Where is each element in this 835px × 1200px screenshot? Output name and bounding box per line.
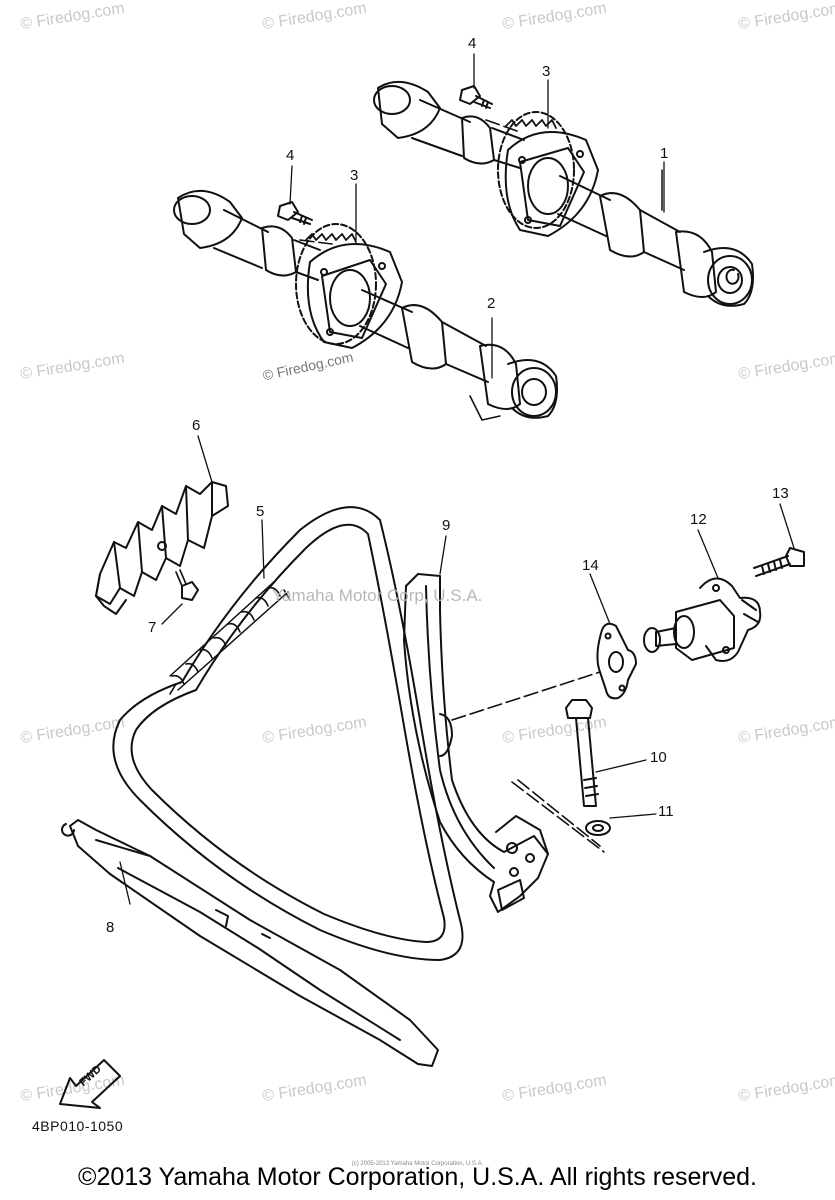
callout-4-upper: 4 [468, 35, 477, 52]
bolt-7 [175, 569, 199, 601]
callout-4-lower: 4 [286, 147, 295, 164]
cam-chain [112, 506, 464, 961]
leader-lines [119, 53, 795, 905]
callout-2: 2 [487, 295, 496, 312]
tensioner-12 [643, 577, 762, 662]
chain-guide-8 [61, 819, 439, 1067]
bolt-lower-4 [277, 201, 313, 225]
bolt-10 [565, 699, 599, 807]
callout-13: 13 [772, 485, 789, 502]
camshaft-upper [373, 81, 754, 307]
callout-7: 7 [148, 619, 157, 636]
center-watermark: Yamaha Motor Corp, U.S.A. [272, 586, 483, 605]
callout-10: 10 [650, 749, 667, 766]
callout-6: 6 [192, 417, 201, 434]
callout-1: 1 [660, 145, 669, 162]
tensioner-guide-9 [403, 573, 549, 913]
camshaft-lower [173, 190, 558, 421]
bolt-upper-4 [459, 85, 493, 109]
callout-3-lower: 3 [350, 167, 359, 184]
fwd-arrow-icon [59, 1059, 121, 1109]
bolt-13 [753, 547, 805, 577]
callout-5: 5 [256, 503, 265, 520]
callout-14: 14 [582, 557, 599, 574]
assembly-lines [299, 119, 605, 853]
tiny-copyright: (c) 2005-2013 Yamaha Motor Corporation, … [351, 1161, 484, 1167]
callout-12: 12 [690, 511, 707, 528]
washer-11 [585, 820, 611, 836]
callout-11: 11 [658, 803, 674, 820]
copyright-notice: ©2013 Yamaha Motor Corporation, U.S.A. A… [78, 1163, 757, 1191]
callout-8: 8 [106, 919, 115, 936]
diagram-code: 4BP010-1050 [32, 1118, 124, 1134]
chain-guide-6 [95, 481, 229, 615]
callout-9: 9 [442, 517, 451, 534]
gasket-14 [596, 622, 637, 700]
callout-3-upper: 3 [542, 63, 551, 80]
